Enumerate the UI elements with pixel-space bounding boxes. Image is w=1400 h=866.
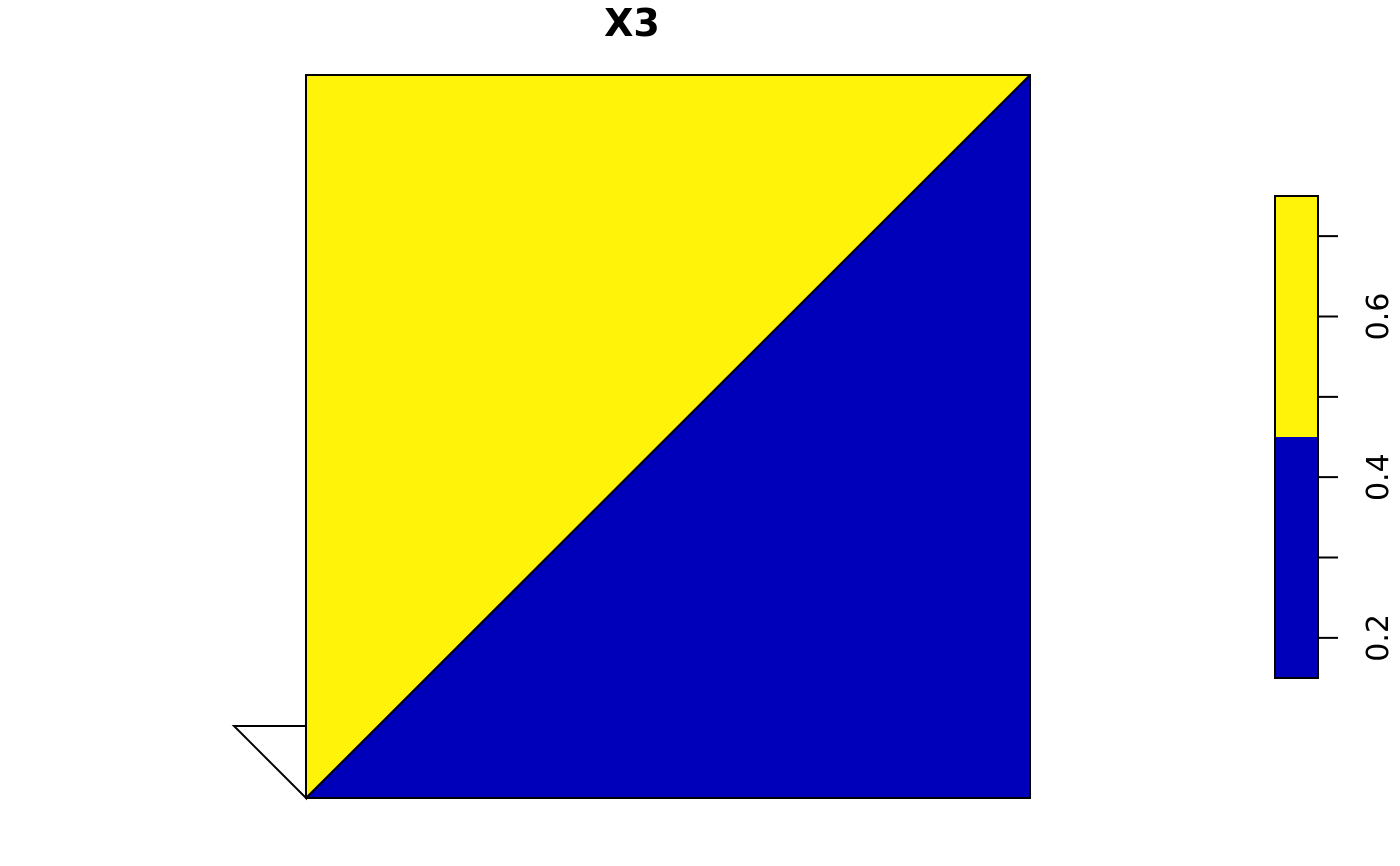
legend-tick-label: 0.4 bbox=[1361, 453, 1396, 501]
legend-tick-label: 0.2 bbox=[1361, 614, 1396, 662]
legend-bin-1 bbox=[1275, 196, 1318, 437]
legend-border bbox=[1274, 195, 1319, 679]
panel-border bbox=[305, 74, 1031, 799]
legend-bin-0 bbox=[1275, 437, 1318, 678]
legend-tick-label: 0.6 bbox=[1361, 293, 1396, 341]
plot-panel bbox=[231, 74, 1031, 801]
region-boundary bbox=[305, 74, 1031, 799]
color-legend: 0.2 0.4 0.6 bbox=[1274, 195, 1396, 679]
corner-triangle-shape bbox=[231, 725, 307, 801]
chart-title: X3 bbox=[604, 1, 660, 45]
